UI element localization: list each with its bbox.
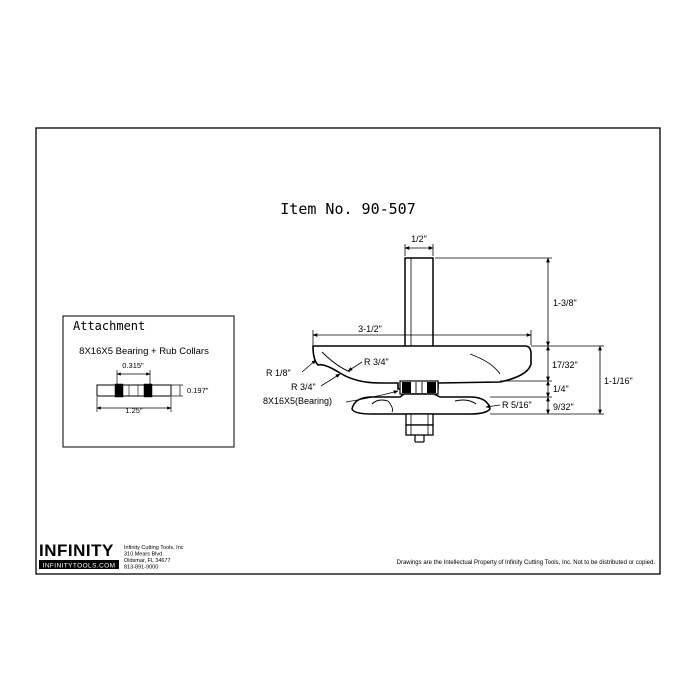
- attachment-height-dim: 0.197": [187, 386, 209, 395]
- attachment-heading: Attachment: [73, 319, 145, 333]
- radius-bottom-label: R 5/16": [502, 400, 532, 410]
- bearing-height-label: 1/4": [553, 384, 569, 394]
- radius-upper-label: R 3/4": [364, 357, 389, 367]
- collar-height-label: 9/32": [553, 402, 574, 412]
- company-name: Infinity Cutting Tools, Inc: [124, 545, 184, 551]
- radius-top-label: R 1/8": [266, 368, 291, 378]
- company-address-2: Oldsmar, FL 34677: [124, 558, 171, 564]
- nut: [405, 413, 434, 443]
- company-block: INFINITY INFINITYTOOLS.COM Infinity Cutt…: [39, 541, 184, 571]
- attachment-description: 8X16X5 Bearing + Rub Collars: [79, 346, 209, 357]
- company-logo: INFINITY: [39, 541, 114, 560]
- profile-height-label: 17/32": [552, 360, 578, 370]
- attachment-frame: [62, 315, 235, 448]
- bearing-label: 8X16X5(Bearing): [263, 396, 332, 406]
- drawing-border: [35, 127, 661, 575]
- attachment-width-dim: 1.25": [125, 406, 143, 415]
- attachment-part: [96, 384, 172, 397]
- radius-lower-label: R 3/4": [291, 382, 316, 392]
- dimension-lines: [301, 244, 604, 415]
- shank: [404, 257, 434, 354]
- attachment-box: Attachment 8X16X5 Bearing + Rub Collars …: [62, 315, 235, 448]
- shank-length-label: 1-3/8": [553, 298, 577, 308]
- bearing: [399, 380, 439, 395]
- cutting-diameter-label: 3-1/2": [358, 324, 382, 334]
- company-url: INFINITYTOOLS.COM: [43, 563, 116, 570]
- overall-height-label: 1-1/16": [604, 376, 633, 386]
- company-address-1: 310 Mears Blvd.: [124, 552, 164, 558]
- shank-diameter-label: 1/2": [411, 234, 427, 244]
- router-bit-drawing: [312, 257, 532, 443]
- company-url-bar: [39, 560, 119, 569]
- attachment-top-dim: 0.315": [122, 361, 144, 370]
- dimension-labels: 1/2" 1-3/8" 3-1/2" 17/32" 1/4" 1-1/16" 9…: [263, 234, 633, 412]
- item-title: Item No. 90-507: [280, 200, 415, 218]
- company-phone: 813-891-9000: [124, 565, 158, 571]
- disclaimer: Drawings are the Intellectual Property o…: [397, 560, 656, 566]
